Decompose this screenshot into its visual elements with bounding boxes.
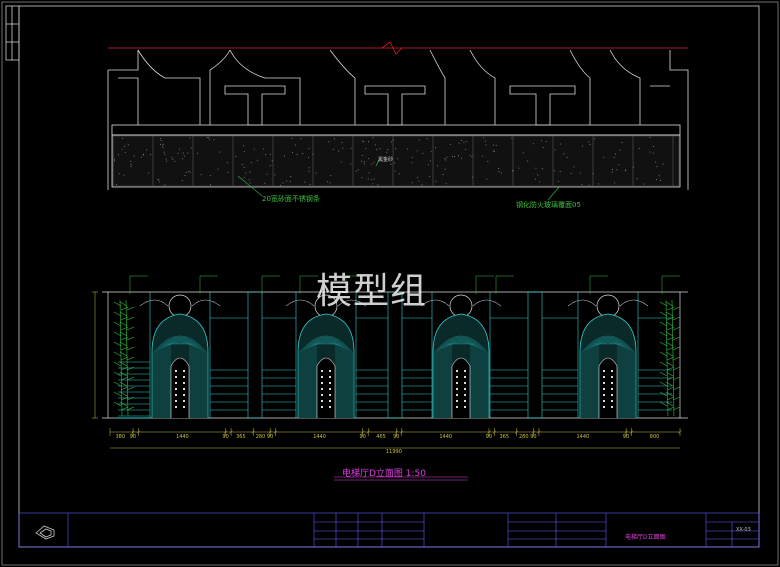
dimension-label: 280 [519, 434, 529, 440]
dimension-label: 90 [622, 434, 630, 440]
dimension-label: 90 [393, 434, 400, 440]
dimension-label: 1440 [439, 434, 453, 440]
dimension-label: 365 [236, 434, 246, 440]
dimension-label: 1440 [313, 434, 326, 440]
plan-label-steel: 20宽砂面不锈钢条 [262, 195, 320, 203]
title-block-drawing-title: 电梯厅D立面图 [625, 534, 666, 541]
dimension-label: 90 [222, 434, 229, 440]
total-dimension: 11990 [386, 449, 402, 455]
dimension-label: 90 [359, 434, 366, 440]
dimension-label: 90 [530, 434, 537, 440]
elevator-arch [567, 294, 649, 418]
dimension-label: 800 [649, 434, 660, 440]
stone-tiles [112, 135, 680, 187]
dimension-label: 90 [129, 434, 137, 440]
dimension-label: 280 [255, 434, 266, 440]
dimension-line [109, 428, 682, 449]
dimension-label: 1440 [176, 434, 189, 440]
dimension-label: 90 [485, 434, 493, 440]
dimension-label: 1440 [576, 434, 590, 440]
watermark-text: 模型组 [316, 271, 428, 312]
title-block [18, 512, 760, 548]
elevator-arch [285, 294, 367, 418]
company-logo-icon [35, 525, 55, 540]
elevator-arch [420, 294, 502, 418]
dimension-label: 380 [115, 434, 126, 440]
elevator-arch [139, 294, 221, 418]
elevation-view [92, 275, 688, 481]
plan-label-glass: 钢化防火玻璃覆面05 [516, 201, 581, 209]
sheet-number: XX-03 [736, 527, 751, 533]
dimension-label: 90 [266, 434, 274, 440]
plan-label-stone: 黑金砂 [378, 157, 394, 163]
dimension-label: 465 [376, 434, 386, 440]
drawing-caption: 电梯厅D立面图 1:50 [342, 469, 427, 479]
plan-view [107, 41, 689, 201]
dimension-label: 365 [499, 434, 510, 440]
